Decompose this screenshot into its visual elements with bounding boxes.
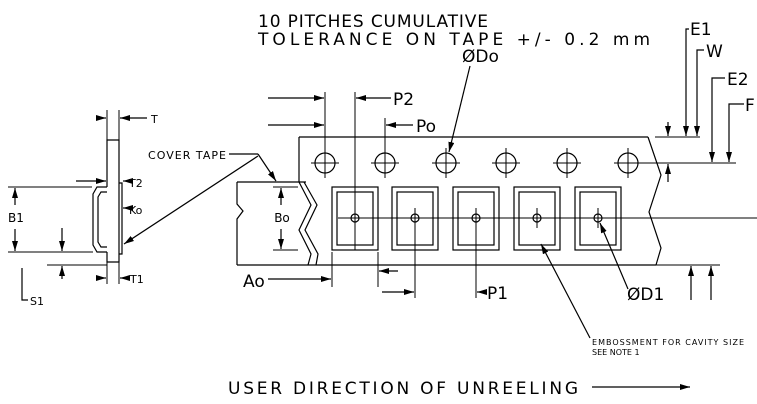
label-t: T (150, 113, 158, 126)
d1-leader (599, 222, 629, 290)
label-b1: B1 (8, 211, 24, 225)
label-ko: Ko (129, 204, 143, 217)
right-dimensions: E1 W E2 F (338, 20, 757, 300)
label-bo: Bo (274, 211, 290, 225)
pocket-outer (92, 186, 107, 253)
cavity-inner (518, 191, 556, 246)
tape-left-break-b (298, 181, 312, 266)
cover-tape-callout: COVER TAPE (123, 149, 277, 245)
embossment-note-line-1: EMBOSSMENT FOR CAVITY SIZE (592, 338, 744, 347)
embossment-note-line-2: SEE NOTE 1 (592, 348, 640, 357)
f-leader (726, 103, 744, 162)
cover-tape-leader-front (257, 153, 277, 182)
tape-front-view (236, 92, 662, 298)
pocket-inner (97, 191, 107, 248)
label-d1: ØD1 (627, 285, 664, 305)
label-f: F (745, 96, 755, 116)
do-leader (448, 65, 471, 153)
cavity-outer (574, 186, 622, 251)
cavity-outer (513, 186, 561, 251)
w-leader (694, 49, 704, 136)
label-t1: T1 (129, 273, 144, 286)
label-e1: E1 (690, 20, 712, 40)
cavities (331, 92, 622, 298)
unreeling-direction: USER DIRECTION OF UNREELING (228, 379, 690, 399)
label-p2: P2 (393, 90, 414, 110)
cover-tape-left-break (236, 182, 244, 265)
title-line-1: 10 PITCHES CUMULATIVE (258, 12, 488, 32)
s1-leader (21, 268, 28, 301)
label-t2: T2 (128, 177, 143, 190)
label-s1: S1 (30, 295, 44, 308)
front-dimensions: P2 Po ØDo Bo Ao P1 ØD1 EMBOSSMENT FOR CA… (243, 47, 744, 357)
carrier-tape-section (106, 139, 120, 263)
embossment-leader (540, 243, 591, 339)
direction-label: USER DIRECTION OF UNREELING (228, 379, 578, 399)
title: 10 PITCHES CUMULATIVE TOLERANCE ON TAPE … (257, 12, 650, 50)
cover-tape-leader-side (123, 155, 259, 245)
tape-right-break (647, 136, 662, 266)
tape-left-break-a (303, 181, 319, 266)
label-po: Po (416, 117, 436, 137)
label-cover-tape: COVER TAPE (148, 149, 226, 162)
label-do: ØDo (462, 47, 499, 67)
label-w: W (706, 42, 723, 62)
e1-leader (683, 28, 689, 136)
cover-tape-section (119, 182, 123, 255)
tape-side-view: T T2 Ko B1 S1 T1 (8, 110, 158, 308)
sprocket-holes (311, 92, 642, 178)
e2-leader (709, 77, 725, 162)
title-line-2: TOLERANCE ON TAPE +/- 0.2 mm (257, 30, 650, 50)
label-ao: Ao (243, 272, 265, 292)
cavity-inner (579, 191, 617, 246)
label-p1: P1 (487, 284, 508, 304)
label-e2: E2 (727, 70, 749, 90)
